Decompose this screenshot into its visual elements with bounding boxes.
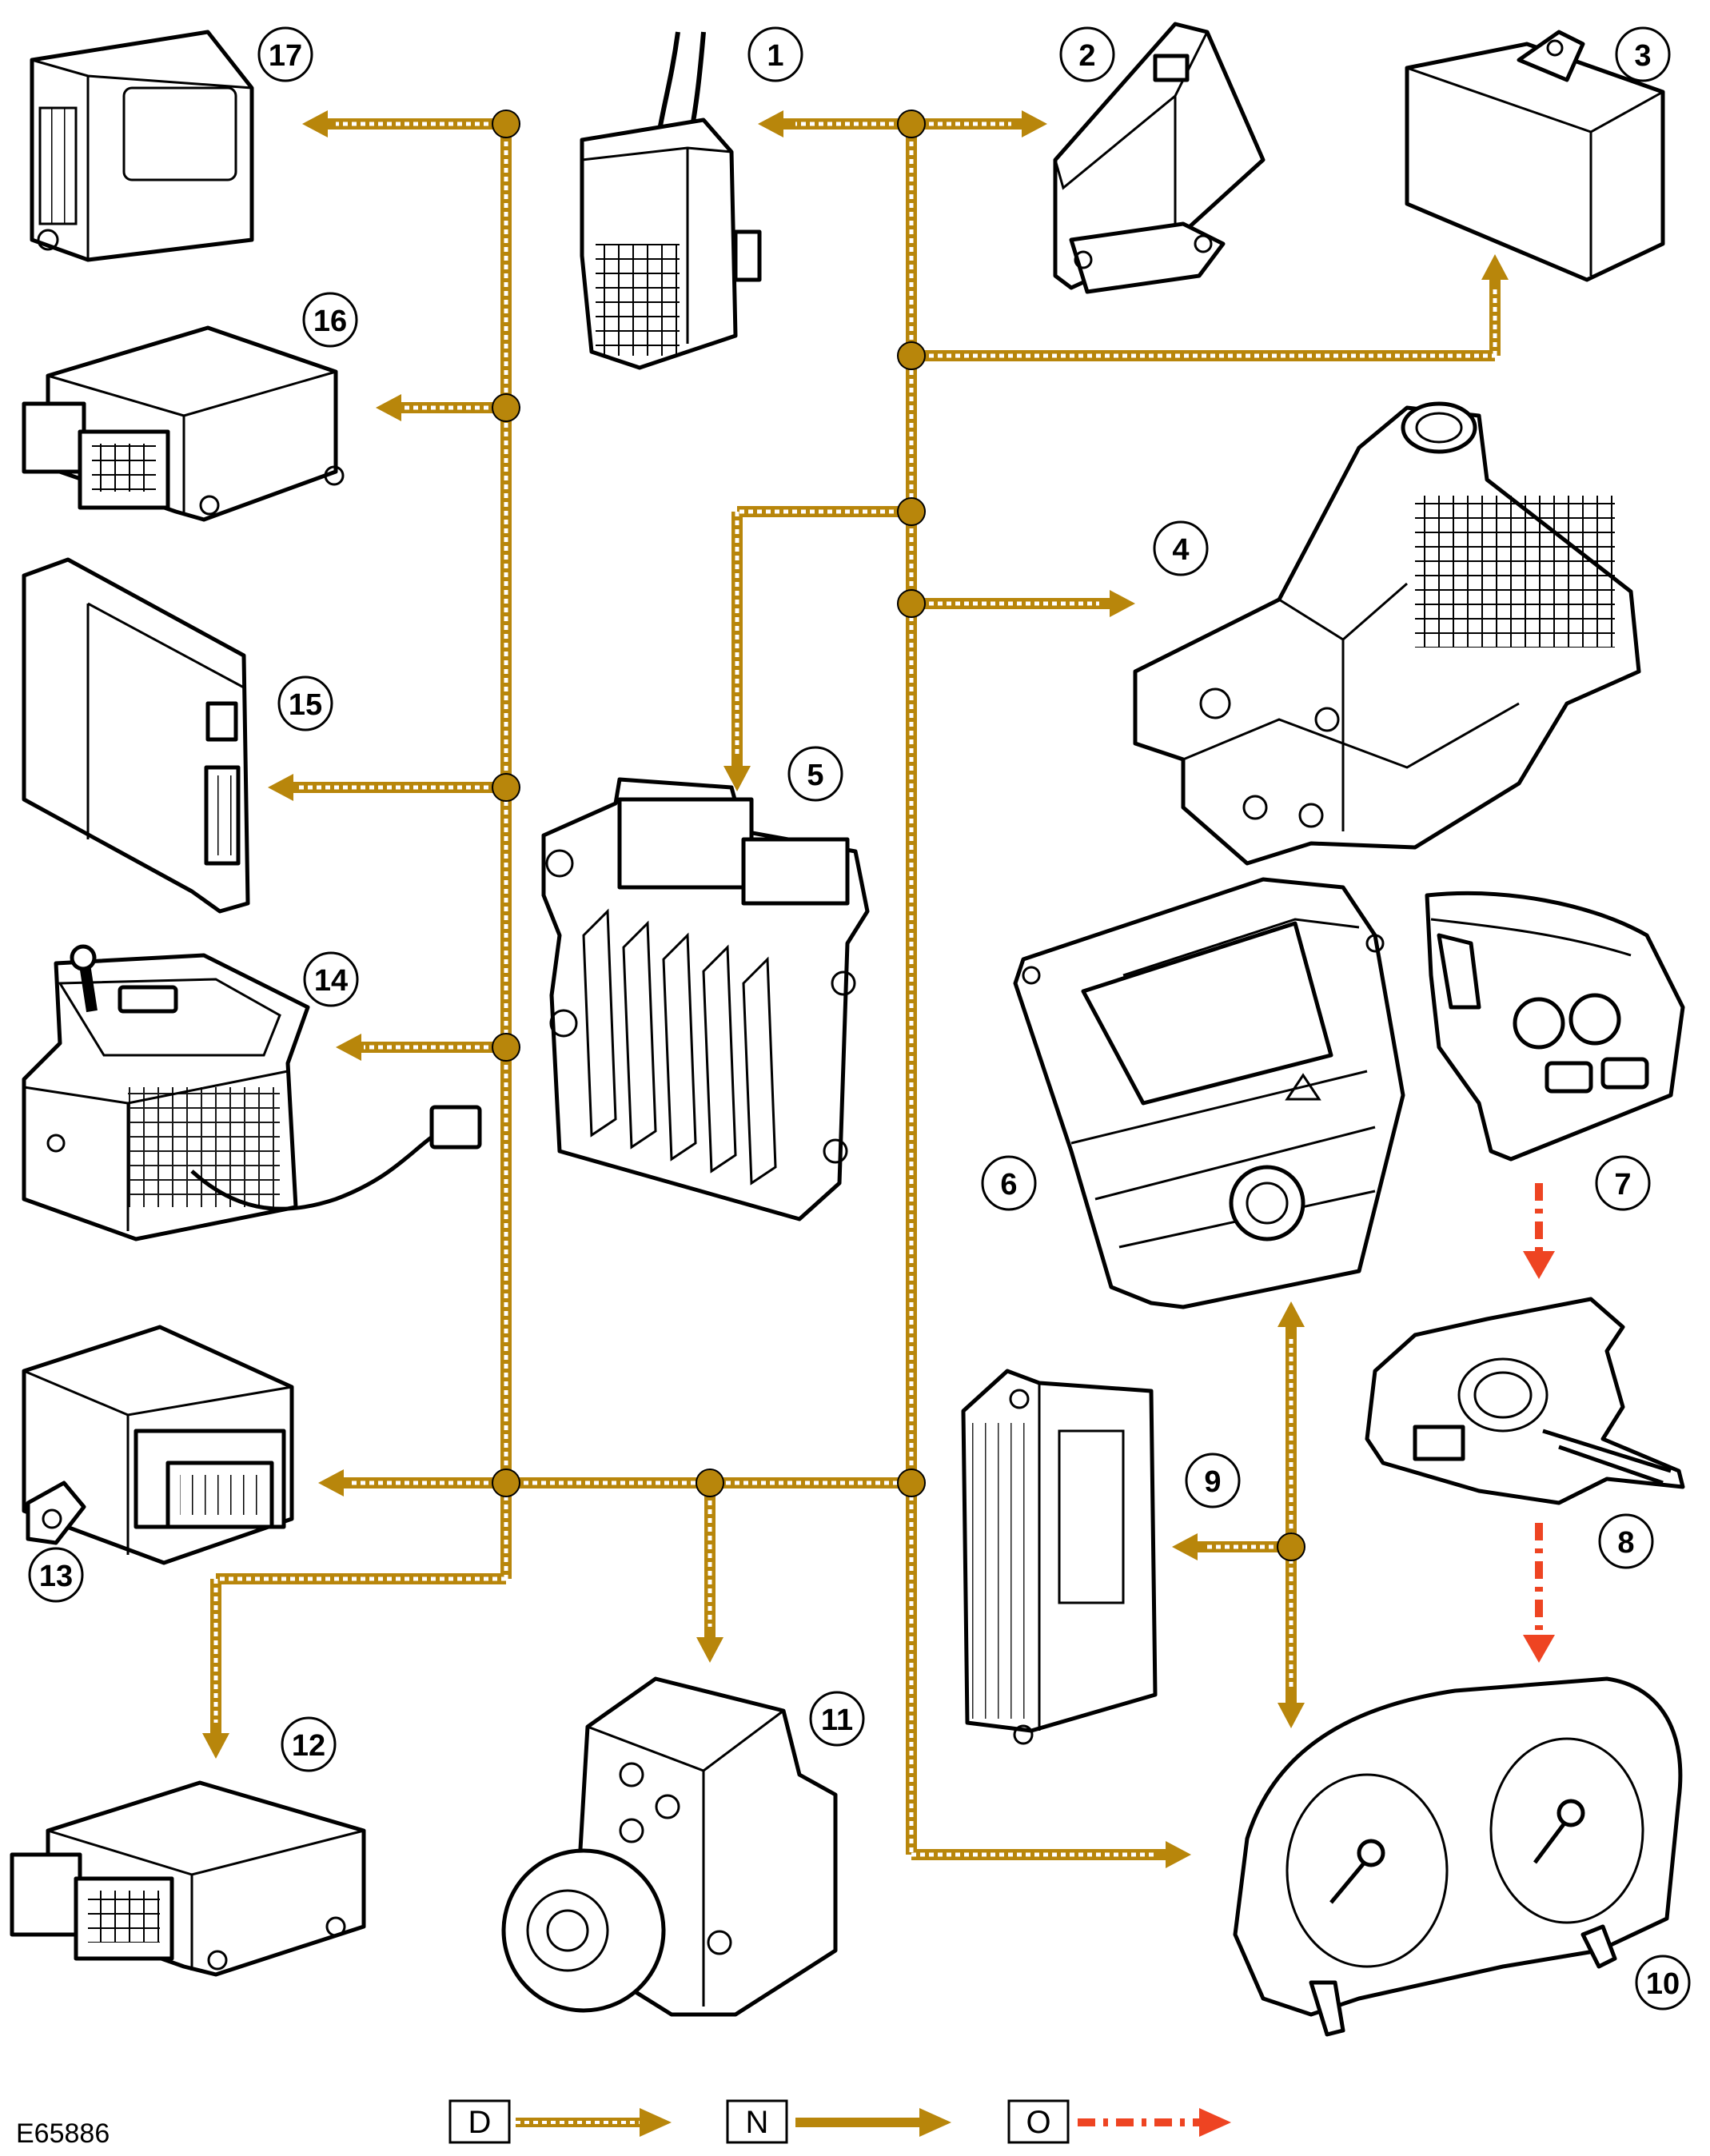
- module-5-ecm: [541, 777, 870, 1221]
- svg-text:16: 16: [313, 305, 347, 338]
- svg-text:8: 8: [1617, 1526, 1634, 1560]
- svg-text:14: 14: [314, 964, 348, 998]
- module-15: [22, 557, 250, 914]
- svg-text:13: 13: [39, 1560, 73, 1593]
- callout-16: 16: [302, 292, 358, 348]
- callout-1: 1: [747, 26, 803, 82]
- module-17: [30, 30, 254, 262]
- svg-text:9: 9: [1204, 1465, 1221, 1499]
- legend-item-n: N: [726, 2099, 951, 2144]
- callout-7: 7: [1595, 1155, 1651, 1211]
- svg-text:7: 7: [1614, 1168, 1631, 1202]
- module-8-clockspring: [1365, 1297, 1685, 1505]
- callout-6: 6: [981, 1155, 1037, 1211]
- svg-text:D: D: [468, 2105, 492, 2140]
- callout-8: 8: [1598, 1513, 1654, 1569]
- svg-text:10: 10: [1646, 1967, 1680, 2001]
- svg-text:11: 11: [821, 1704, 853, 1737]
- callout-5: 5: [787, 746, 843, 802]
- module-6-touchscreen-console: [1013, 877, 1405, 1309]
- module-3: [1405, 30, 1665, 282]
- figure-reference: E65886: [16, 2118, 110, 2149]
- svg-text:15: 15: [289, 688, 322, 722]
- module-12: [10, 1780, 366, 1977]
- svg-text:3: 3: [1634, 39, 1651, 73]
- module-2: [1053, 22, 1266, 294]
- svg-text:4: 4: [1172, 533, 1189, 567]
- legend: D N O: [448, 2099, 1231, 2144]
- module-9: [961, 1369, 1158, 1745]
- module-7-steering-switch: [1425, 891, 1685, 1162]
- callout-13: 13: [28, 1547, 84, 1603]
- arrowheads: [202, 110, 1509, 1868]
- legend-item-d: D: [448, 2099, 672, 2144]
- module-13: [22, 1325, 294, 1565]
- svg-text:17: 17: [269, 39, 302, 73]
- module-1-connector: [580, 31, 762, 370]
- svg-text:5: 5: [807, 759, 823, 792]
- callout-4: 4: [1153, 520, 1209, 576]
- legend-item-o: O: [1007, 2099, 1231, 2144]
- callout-12: 12: [281, 1716, 337, 1772]
- callouts: 17 1 2 3 16 4 15 5 14 6 7 9 8 13 11 12 1…: [28, 26, 1691, 2011]
- svg-text:6: 6: [1000, 1168, 1017, 1202]
- network-lines: [202, 110, 1555, 1868]
- callout-11: 11: [809, 1691, 865, 1747]
- callout-15: 15: [277, 675, 333, 731]
- callout-2: 2: [1059, 26, 1115, 82]
- module-16: [22, 325, 345, 522]
- svg-text:2: 2: [1078, 39, 1095, 73]
- callout-9: 9: [1185, 1453, 1241, 1508]
- svg-text:1: 1: [767, 39, 783, 73]
- callout-14: 14: [303, 951, 359, 1007]
- junction-dots: [492, 110, 1305, 1561]
- module-14-gear-selector: [22, 944, 482, 1241]
- module-4-valve-body: [1133, 401, 1641, 866]
- callout-3: 3: [1615, 26, 1671, 82]
- callout-10: 10: [1635, 1955, 1691, 2011]
- svg-text:N: N: [746, 2105, 769, 2140]
- module-10-instrument-cluster: [1233, 1676, 1683, 2037]
- module-11-abs-unit: [501, 1676, 838, 2017]
- callout-17: 17: [257, 26, 313, 82]
- svg-text:O: O: [1026, 2105, 1050, 2140]
- svg-text:12: 12: [292, 1729, 325, 1763]
